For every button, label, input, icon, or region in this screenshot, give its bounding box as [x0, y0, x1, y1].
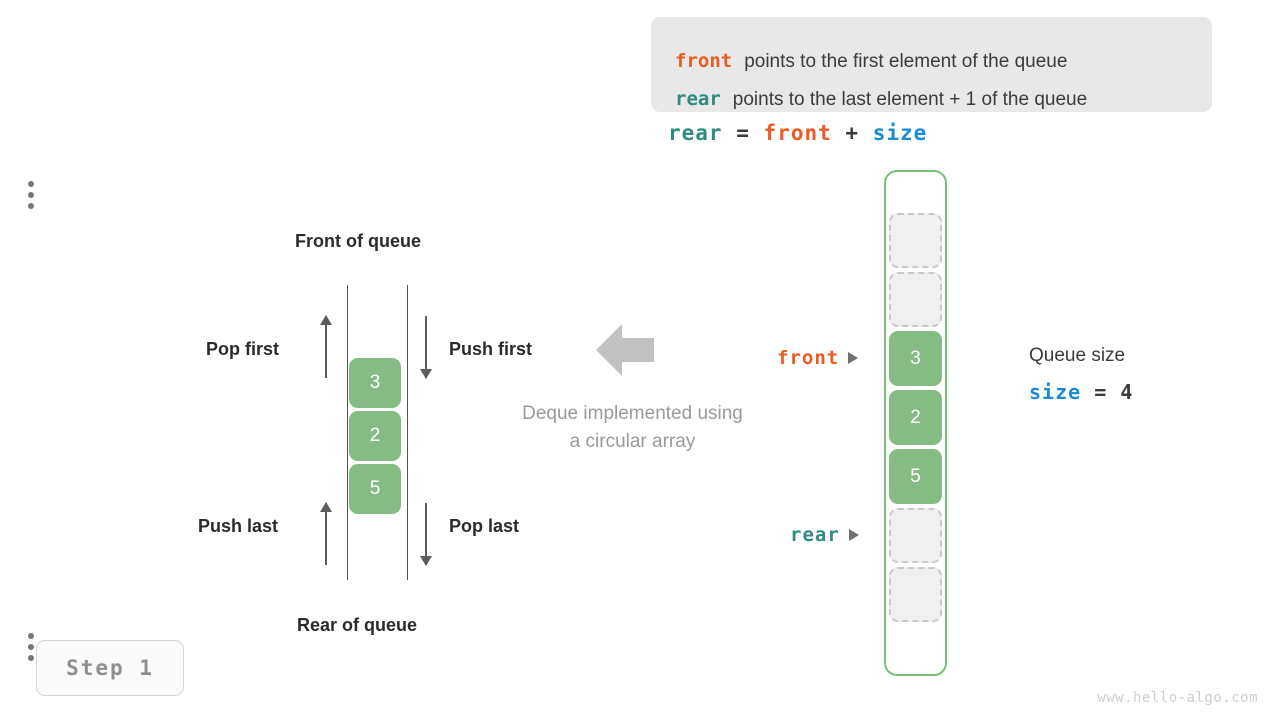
formula-rhs-front: front — [763, 121, 832, 145]
array-cell-empty — [889, 567, 942, 622]
operation-label-push-first: Push first — [449, 339, 533, 359]
size-value: 4 — [1120, 380, 1134, 404]
definition-row-front: front points to the first element of the … — [675, 50, 1067, 73]
formula-plus: + — [845, 121, 860, 145]
caption-line-2: a circular array — [569, 431, 696, 452]
front-of-queue-label: Front of queue — [295, 231, 421, 251]
array-cell-empty — [889, 508, 942, 563]
deque-rail-left — [347, 285, 348, 580]
step-badge: Step 1 — [36, 640, 184, 696]
array-cell-filled: 3 — [889, 331, 942, 386]
arrow-down-pop-last-icon — [418, 503, 434, 566]
pointer-front-label: front — [777, 347, 840, 369]
formula-rhs-size: size — [872, 121, 928, 145]
arrow-up-push-last-icon — [318, 502, 334, 565]
array-cell-empty — [889, 213, 942, 268]
formula-equals: = — [736, 121, 750, 145]
arrow-head — [320, 315, 332, 325]
deque-cell: 5 — [349, 464, 401, 514]
arrow-shaft — [325, 316, 327, 378]
pointer-front: front — [777, 347, 859, 369]
arrow-shaft — [425, 316, 427, 378]
size-equals: = — [1094, 380, 1108, 404]
arrow-up-pop-first-icon — [318, 315, 334, 378]
vertical-ellipsis-icon — [28, 633, 34, 661]
definition-box: front points to the first element of the … — [651, 17, 1212, 112]
arrow-right-marker-icon — [848, 529, 859, 541]
arrow-left-icon — [596, 324, 654, 376]
vertical-ellipsis-icon — [28, 181, 34, 209]
diagram-caption: Deque implemented using a circular array — [480, 400, 785, 456]
formula-lhs: rear — [668, 121, 723, 145]
deque-cell: 3 — [349, 358, 401, 408]
definition-text-rear: points to the last element + 1 of the qu… — [732, 89, 1088, 110]
arrow-tail — [620, 338, 654, 362]
definition-text-front: points to the first element of the queue — [744, 51, 1068, 72]
watermark: www.hello-algo.com — [1097, 690, 1258, 706]
definition-row-rear: rear points to the last element + 1 of th… — [675, 88, 1087, 111]
array-cell-empty — [889, 272, 942, 327]
operation-label-pop-last: Pop last — [449, 516, 520, 536]
arrow-shaft — [425, 503, 427, 565]
caption-line-1: Deque implemented using — [522, 403, 743, 424]
deque-rail-right — [407, 285, 408, 580]
queue-size-title: Queue size — [1029, 345, 1126, 366]
deque-cell: 2 — [349, 411, 401, 461]
arrow-shaft — [325, 503, 327, 565]
rear-of-queue-label: Rear of queue — [297, 615, 418, 635]
circular-array-container — [884, 170, 947, 676]
keyword-rear: rear — [675, 88, 721, 110]
arrow-head — [420, 556, 432, 566]
arrow-right-marker-icon — [848, 352, 859, 364]
arrow-head — [320, 502, 332, 512]
pointer-rear: rear — [790, 524, 859, 546]
arrow-down-push-first-icon — [418, 316, 434, 379]
arrow-head — [420, 369, 432, 379]
formula-rear-equals-front-plus-size: rear = front + size — [668, 121, 927, 145]
queue-size-expression: size = 4 — [1029, 380, 1133, 404]
arrow-head — [596, 324, 622, 376]
keyword-front: front — [675, 50, 733, 72]
operation-label-push-last: Push last — [198, 516, 279, 536]
array-cell-filled: 5 — [889, 449, 942, 504]
size-variable: size — [1029, 380, 1082, 404]
array-cell-filled: 2 — [889, 390, 942, 445]
operation-label-pop-first: Pop first — [206, 339, 280, 359]
pointer-rear-label: rear — [790, 524, 840, 546]
